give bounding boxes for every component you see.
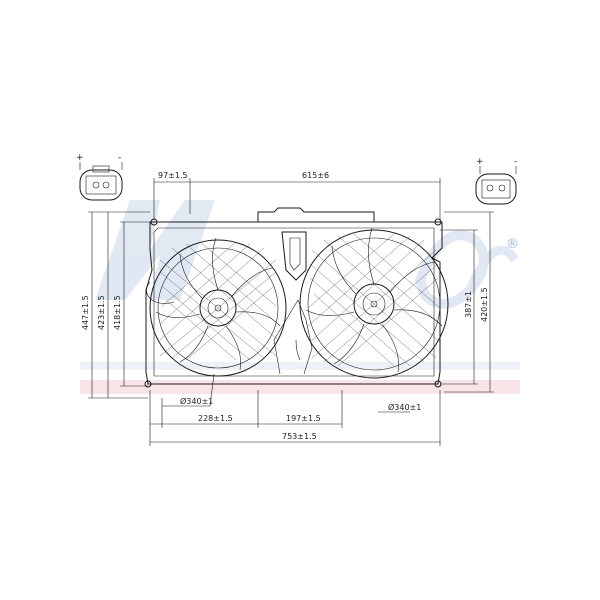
registered-mark: ® bbox=[506, 237, 519, 252]
dim-span-228: 228±1.5 bbox=[198, 414, 233, 423]
left-connector-minus: - bbox=[118, 153, 121, 163]
dim-overall-width: 753±1.5 bbox=[282, 432, 317, 441]
dimension-lines bbox=[88, 178, 494, 446]
dim-height-right-b: 420±1.5 bbox=[480, 287, 489, 322]
connector-left bbox=[79, 162, 123, 201]
right-connector-minus: - bbox=[514, 157, 517, 167]
right-connector-plus: + bbox=[476, 157, 484, 167]
left-connector-plus: + bbox=[76, 153, 84, 163]
dim-height-b: 423±1.5 bbox=[97, 295, 106, 330]
dim-fan-left-diameter: Ø340±1 bbox=[180, 396, 213, 406]
fan-right bbox=[299, 227, 449, 379]
dim-width-top: 615±6 bbox=[302, 171, 329, 180]
dim-height-a: 447±1.5 bbox=[81, 295, 90, 330]
dim-height-c: 418±1.5 bbox=[113, 295, 122, 330]
fan-shroud bbox=[144, 207, 443, 388]
dim-fan-right-diameter: Ø340±1 bbox=[388, 402, 421, 412]
fan-left bbox=[149, 237, 287, 377]
connector-right bbox=[475, 166, 517, 205]
dim-height-right-a: 387±1 bbox=[464, 291, 473, 318]
dim-span-197: 197±1.5 bbox=[286, 414, 321, 423]
dim-offset-top: 97±1.5 bbox=[158, 171, 188, 180]
